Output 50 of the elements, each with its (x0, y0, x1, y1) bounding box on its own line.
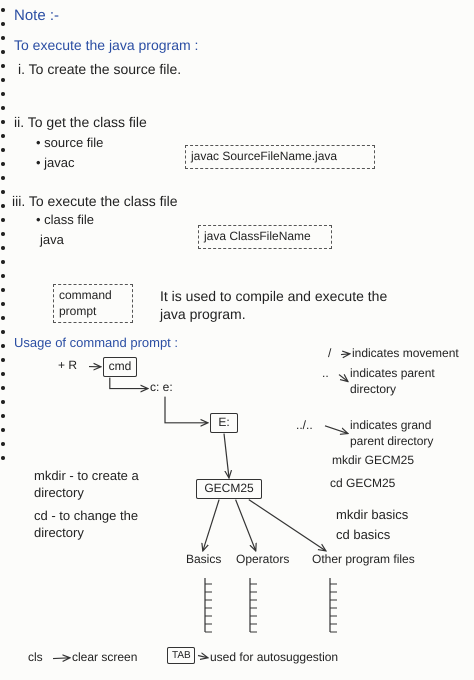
step-text: iii. To execute the class file (12, 192, 178, 210)
arrow (235, 499, 257, 552)
arrow (52, 654, 71, 662)
command-text: cd basics (336, 527, 392, 544)
arrow (340, 350, 351, 358)
description-text: indicates grand parent directory (350, 418, 466, 450)
directory-name: Basics (186, 552, 228, 568)
arrow (198, 652, 209, 660)
term-box: command prompt (53, 284, 133, 324)
note-text: mkdir - to create a directory (34, 468, 140, 502)
command-text: cd GECM25 (330, 476, 396, 492)
arrow (248, 499, 327, 552)
step-text: ii. To get the class file (14, 113, 148, 132)
key-box: TAB (167, 647, 195, 664)
command-text: cls (28, 650, 50, 666)
description-text: It is used to compile and execute the java program. (160, 287, 388, 324)
note-heading: Note :- (14, 6, 60, 26)
section-heading: Usage of command prompt : (14, 335, 180, 352)
description-text: indicates parent directory (350, 366, 460, 398)
directory-name: Operators (236, 552, 302, 568)
command-box: java ClassFileName (198, 225, 332, 249)
arrow (109, 378, 149, 393)
arrow (201, 499, 220, 552)
description-text: clear screen (72, 650, 152, 666)
directory-box: GECM25 (196, 479, 262, 499)
arrow (324, 425, 349, 435)
arrow (164, 396, 209, 427)
command-text: mkdir GECM25 (332, 453, 416, 469)
description-text: used for autosuggestion (210, 650, 370, 666)
arrow (338, 374, 349, 382)
note-text: cd - to change the directory (34, 508, 140, 542)
bullet-text: • source file (36, 135, 104, 152)
command-box: javac SourceFileName.java (185, 145, 375, 169)
description-text: indicates movement (352, 346, 474, 362)
arrow (88, 362, 102, 371)
bullet-text: java (40, 232, 65, 249)
step-text: i. To create the source file. (18, 60, 182, 78)
bullet-text: • javac (36, 155, 76, 172)
symbol-text: / (328, 346, 338, 362)
arrow (223, 434, 232, 479)
command-text: mkdir basics (336, 507, 410, 524)
section-heading: To execute the java program : (14, 36, 200, 54)
symbol-text: .. (322, 366, 336, 382)
key-combo-text: + R (58, 358, 86, 374)
bullet-text: • class file (36, 212, 96, 229)
drive-box: E: (210, 413, 238, 433)
symbol-text: ../.. (296, 418, 322, 434)
command-box: cmd (103, 357, 137, 377)
drive-text: c: e: (150, 380, 200, 396)
directory-name: Other program files (312, 552, 452, 568)
